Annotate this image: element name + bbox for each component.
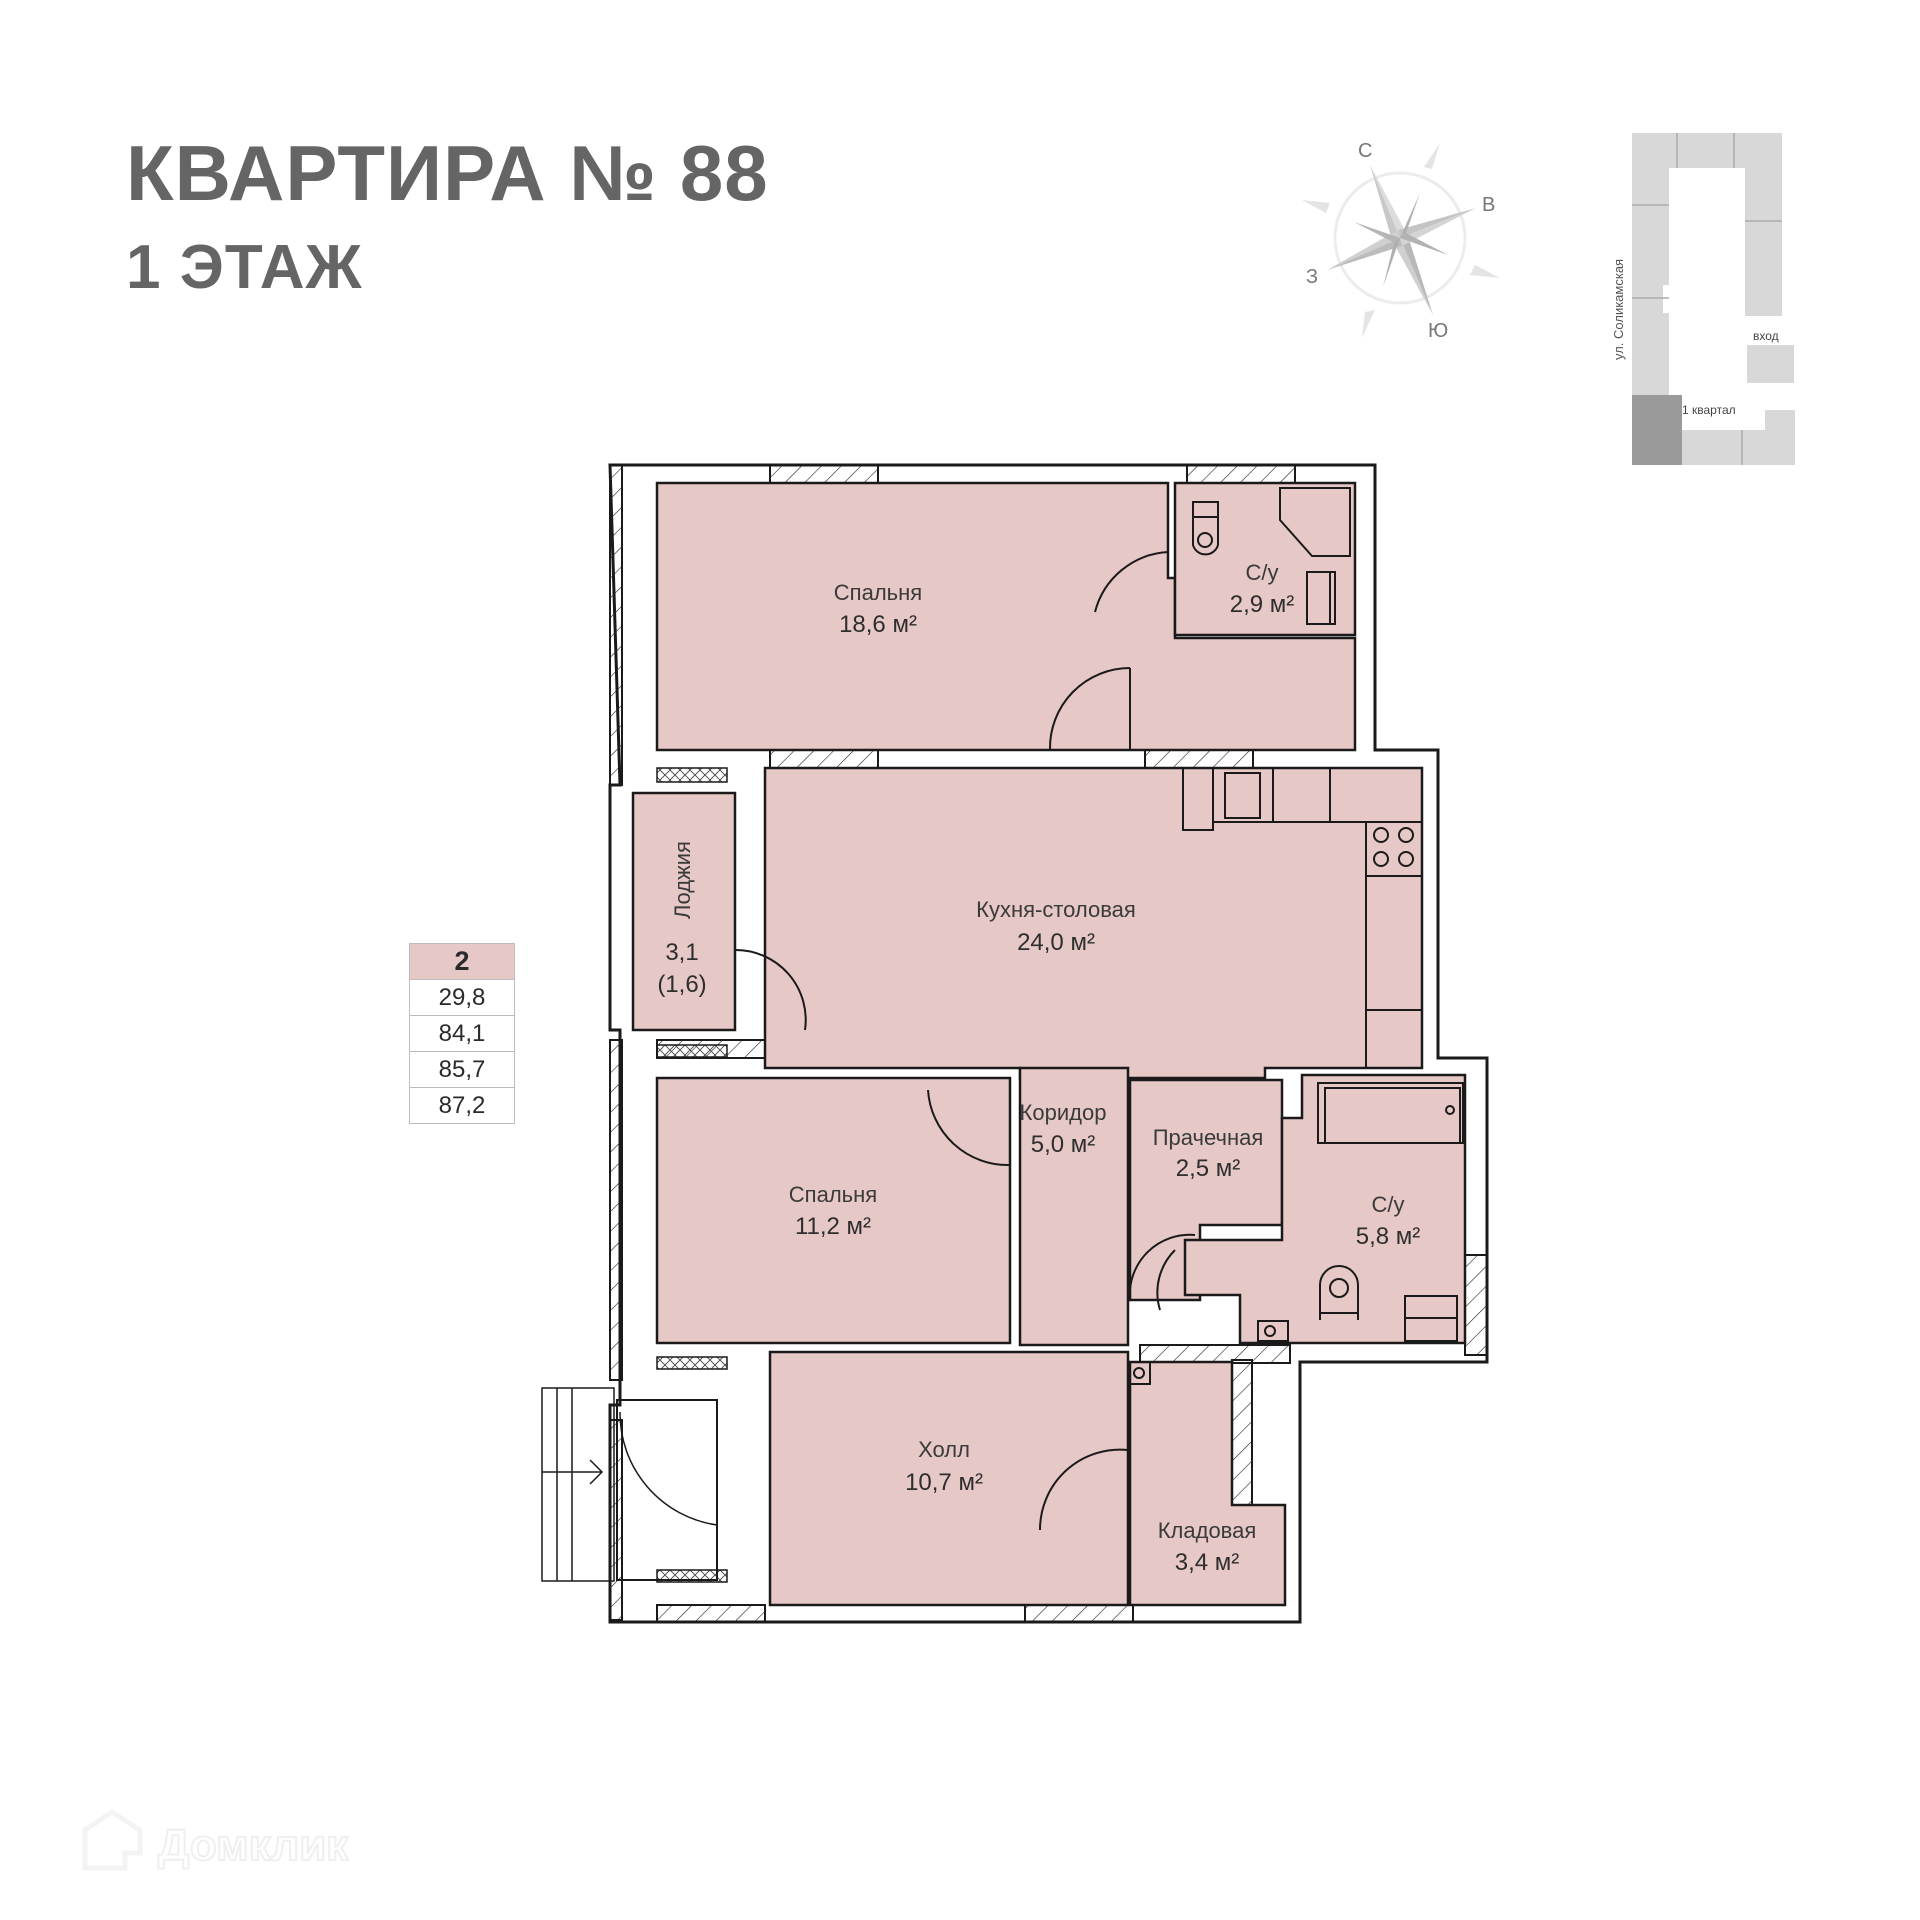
building-minimap: ул. Соликамская вход 1 квартал — [1611, 133, 1795, 465]
room-area-loggia: 3,1 — [665, 939, 698, 966]
compass-south-label: Ю — [1428, 320, 1448, 342]
room-corridor — [1018, 1066, 1130, 1347]
room-storage — [1128, 1360, 1287, 1607]
room-area-loggia-reduced: (1,6) — [657, 971, 706, 998]
compass-west-label: З — [1306, 266, 1318, 288]
rooms-count-cell: 2 — [410, 944, 514, 979]
room-label-loggia: Лоджия — [670, 841, 695, 919]
room-bedroom-1 — [655, 481, 1357, 752]
block-label: 1 квартал — [1682, 403, 1736, 417]
compass-north-label: С — [1358, 140, 1372, 162]
room-label-hall: Холл — [918, 1437, 970, 1462]
house-logo-icon — [82, 1809, 143, 1871]
room-area-storage: 3,4 м² — [1175, 1549, 1240, 1576]
room-label-bedroom-1: Спальня — [834, 580, 922, 605]
watermark-text: Домклик — [158, 1821, 349, 1870]
room-area-bedroom-2: 11,2 м² — [795, 1213, 871, 1240]
room-label-bathroom-1: С/у — [1246, 560, 1279, 585]
apartment-title: КВАРТИРА № 88 — [126, 129, 769, 217]
area-summary-table: 2 29,8 84,1 85,7 87,2 — [409, 943, 515, 1124]
compass-rose-icon: С В Ю З — [1302, 140, 1500, 342]
room-label-storage: Кладовая — [1158, 1518, 1257, 1543]
room-label-kitchen: Кухня-столовая — [976, 897, 1136, 922]
area-row: 84,1 — [410, 1015, 514, 1051]
compass-east-label: В — [1482, 194, 1495, 216]
room-area-laundry: 2,5 м² — [1176, 1155, 1241, 1182]
apartment-section-highlight — [1632, 395, 1682, 465]
room-loggia — [631, 791, 737, 1032]
room-label-corridor: Коридор — [1020, 1100, 1107, 1125]
room-area-bathroom-1: 2,9 м² — [1230, 591, 1295, 618]
room-bathroom-1 — [1173, 481, 1357, 637]
room-bedroom-2 — [655, 1076, 1012, 1345]
area-row: 87,2 — [410, 1087, 514, 1123]
domclick-watermark: Домклик — [82, 1809, 350, 1871]
room-area-corridor: 5,0 м² — [1031, 1131, 1096, 1158]
entrance-label: вход — [1753, 329, 1779, 343]
room-area-kitchen: 24,0 м² — [1017, 929, 1095, 956]
room-hall — [768, 1350, 1130, 1607]
street-label: ул. Соликамская — [1611, 259, 1626, 360]
room-area-hall: 10,7 м² — [905, 1469, 983, 1496]
room-label-laundry: Прачечная — [1153, 1125, 1264, 1150]
area-row: 85,7 — [410, 1051, 514, 1087]
room-area-bedroom-1: 18,6 м² — [839, 611, 917, 638]
room-area-bathroom-2: 5,8 м² — [1356, 1223, 1421, 1250]
room-label-bedroom-2: Спальня — [789, 1182, 877, 1207]
area-row: 29,8 — [410, 979, 514, 1015]
room-kitchen — [763, 766, 1424, 1080]
room-label-bathroom-2: С/у — [1372, 1192, 1405, 1217]
floor-label: 1 ЭТАЖ — [126, 233, 363, 302]
